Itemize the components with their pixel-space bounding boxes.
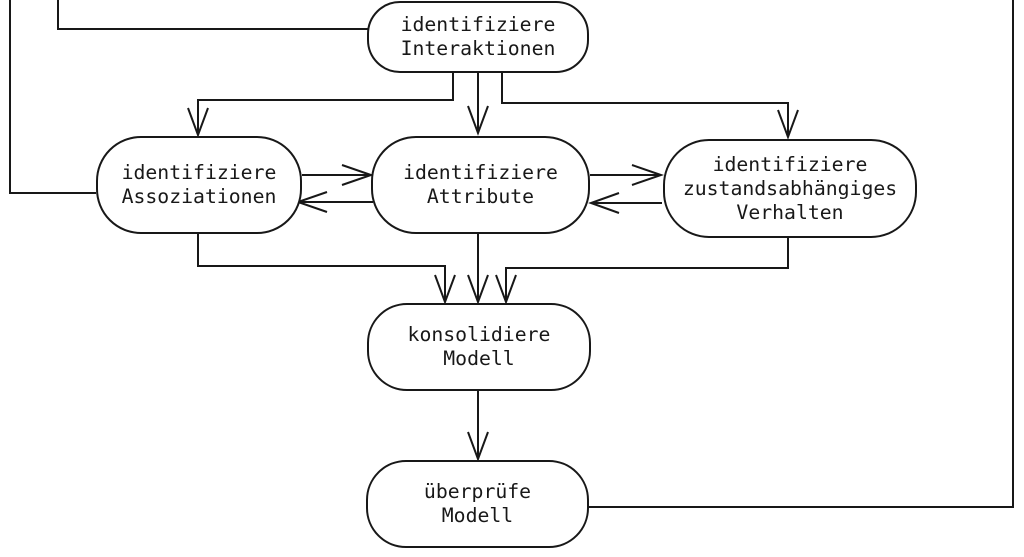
node-ueberpruefe-modell: überprüfe Modell: [366, 460, 589, 548]
node-identifiziere-interaktionen: identifiziere Interaktionen: [367, 1, 589, 73]
node-label: konsolidiere Modell: [407, 323, 551, 370]
edge-verhalten-to-konsolidiere: [505, 238, 789, 302]
node-konsolidiere-modell: konsolidiere Modell: [367, 303, 591, 391]
arrowhead-down-verhalten: [777, 109, 799, 140]
edge-feedback-left-outer: [9, 0, 96, 194]
arrowhead-down-attribute: [467, 105, 489, 136]
node-label: identifiziere zustandsabhängiges Verhalt…: [682, 152, 898, 224]
node-identifiziere-assoziationen: identifiziere Assoziationen: [96, 136, 302, 234]
node-label: identifiziere Assoziationen: [121, 161, 277, 208]
arrowhead-right-verhalten: [631, 164, 665, 186]
node-label: identifiziere Interaktionen: [400, 13, 556, 60]
node-identifiziere-attribute: identifiziere Attribute: [371, 136, 590, 234]
node-label: überprüfe Modell: [423, 480, 532, 527]
edge-interaktionen-to-verhalten: [501, 72, 789, 137]
edge-feedback-right: [589, 0, 1014, 508]
edge-feedback-left-inner: [57, 0, 368, 30]
node-identifiziere-zustandsabhaengiges-verhalten: identifiziere zustandsabhängiges Verhalt…: [663, 139, 917, 238]
edge-assoziationen-to-konsolidiere: [197, 233, 446, 302]
arrowhead-down-ueberpruefe: [467, 431, 489, 462]
arrowhead-down-konsolidiere-left: [434, 274, 456, 305]
arrowhead-down-konsolidiere-center: [467, 274, 489, 305]
edge-interaktionen-to-assoziationen: [197, 72, 454, 135]
arrowhead-down-assoziationen: [187, 107, 209, 138]
arrowhead-down-konsolidiere-right: [495, 274, 517, 305]
node-label: identifiziere Attribute: [403, 161, 558, 208]
arrowhead-left-attribute: [588, 192, 620, 214]
